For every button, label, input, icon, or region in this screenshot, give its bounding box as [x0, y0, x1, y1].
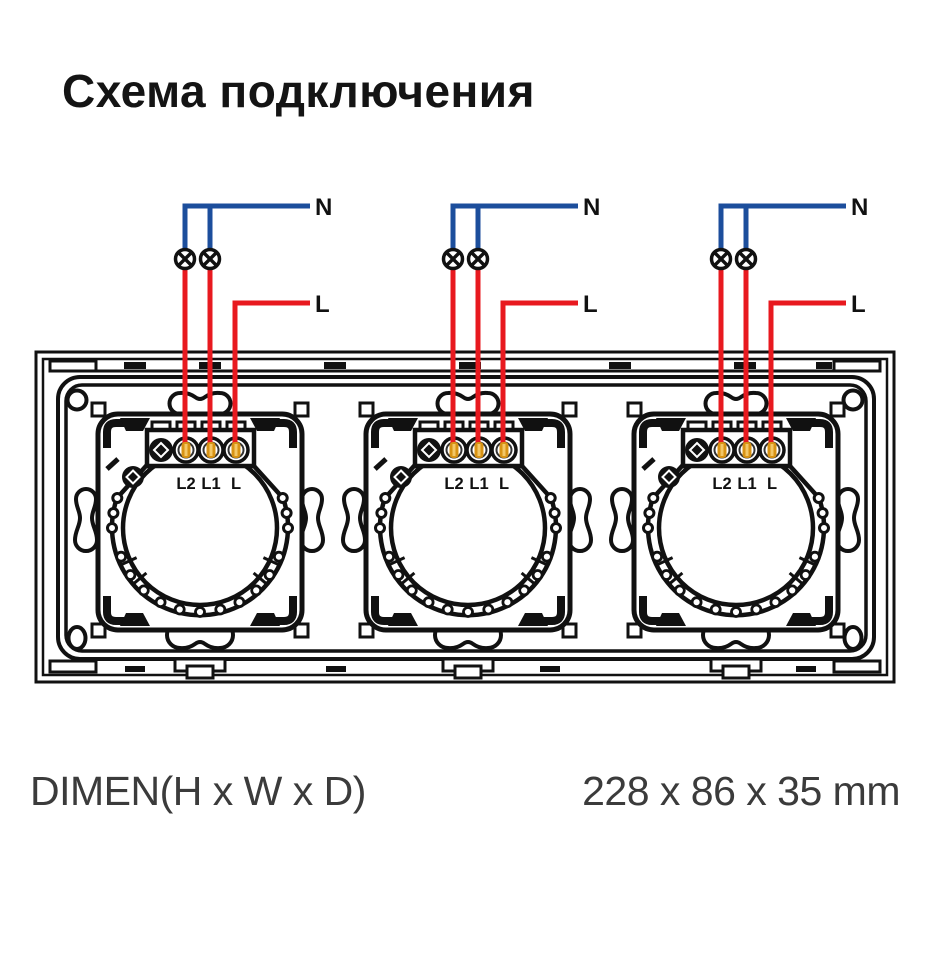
panel-bottom-rail — [48, 657, 882, 680]
page-title: Схема подключения — [62, 65, 535, 117]
switch-module-3 — [611, 194, 868, 648]
panel-top-rail — [48, 359, 882, 373]
switch-module-2 — [343, 194, 600, 648]
dimensions-value: 228 x 86 x 35 mm — [582, 768, 900, 814]
screw-hole — [66, 625, 88, 651]
screw-hole — [842, 625, 864, 651]
screw-hole — [65, 388, 89, 412]
switch-module-1 — [75, 194, 332, 648]
dimensions-label: DIMEN(H x W x D) — [30, 768, 366, 814]
plate-screw-holes — [65, 388, 865, 651]
screw-hole — [841, 388, 865, 412]
dimensions-row: DIMEN(H x W x D) 228 x 86 x 35 mm — [30, 768, 900, 815]
